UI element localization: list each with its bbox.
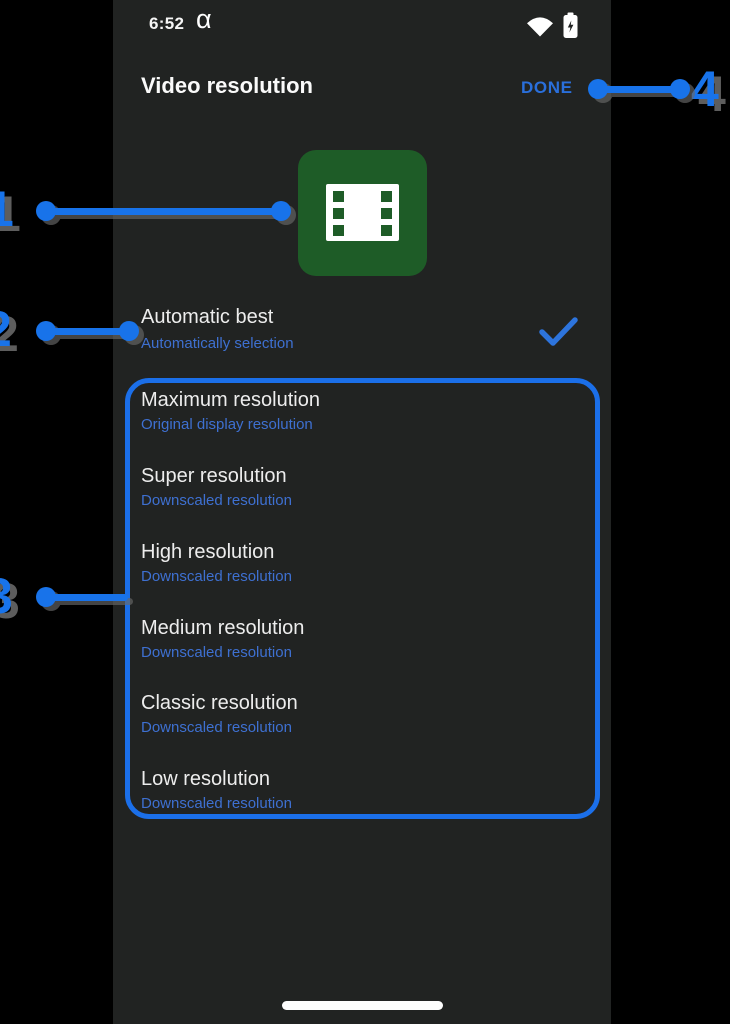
option-maximum-resolution[interactable]: Maximum resolution Original display reso… (130, 383, 593, 455)
film-strip-icon (326, 184, 399, 241)
wifi-icon (526, 16, 554, 42)
video-file-icon (298, 150, 427, 276)
option-subtitle: Automatically selection (141, 335, 294, 352)
option-subtitle: Original display resolution (141, 416, 313, 433)
annotation-line-3 (36, 587, 131, 607)
phone-screen: 6:52 α Video resolution DONE (113, 0, 611, 1024)
annotation-line-4 (588, 79, 692, 99)
option-super-resolution[interactable]: Super resolution Downscaled resolution (130, 459, 593, 531)
annotation-number-4: 4 (691, 61, 719, 117)
option-high-resolution[interactable]: High resolution Downscaled resolution (130, 535, 593, 607)
page-title: Video resolution (141, 73, 313, 98)
annotation-number-2: 2 (0, 304, 12, 354)
status-time: 6:52 (149, 14, 185, 33)
resolution-options-list: Maximum resolution Original display reso… (125, 378, 600, 819)
check-icon (539, 317, 579, 353)
option-subtitle: Downscaled resolution (141, 719, 292, 736)
option-title: Automatic best (141, 306, 274, 328)
option-subtitle: Downscaled resolution (141, 795, 292, 812)
option-classic-resolution[interactable]: Classic resolution Downscaled resolution (130, 686, 593, 758)
annotation-line-2 (36, 321, 140, 341)
option-title: High resolution (141, 541, 275, 563)
option-low-resolution[interactable]: Low resolution Downscaled resolution (130, 762, 593, 834)
option-title: Classic resolution (141, 692, 298, 714)
option-title: Maximum resolution (141, 389, 320, 411)
alpha-network-symbol: α (196, 4, 212, 34)
option-medium-resolution[interactable]: Medium resolution Downscaled resolution (130, 611, 593, 683)
option-title: Low resolution (141, 768, 270, 790)
annotation-number-3: 3 (0, 571, 13, 621)
option-subtitle: Downscaled resolution (141, 492, 292, 509)
done-button[interactable]: DONE (517, 76, 577, 100)
option-subtitle: Downscaled resolution (141, 568, 292, 585)
battery-charging-icon (562, 12, 579, 44)
option-automatic-best[interactable]: Automatic best Automatically selection (113, 292, 611, 370)
option-subtitle: Downscaled resolution (141, 644, 292, 661)
option-title: Super resolution (141, 465, 287, 487)
home-indicator[interactable] (282, 1001, 443, 1010)
annotation-line-1 (36, 201, 292, 221)
option-title: Medium resolution (141, 617, 305, 639)
annotation-number-1: 1 (0, 184, 14, 234)
